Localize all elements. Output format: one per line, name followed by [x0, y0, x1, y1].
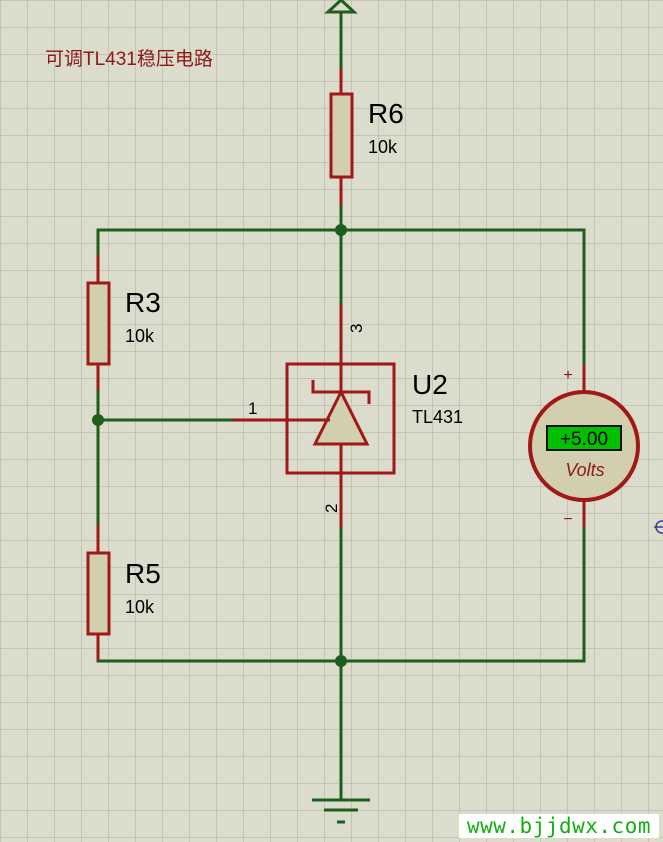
probe-icon	[654, 520, 663, 534]
resistor-r3[interactable]	[86, 255, 111, 390]
junction-node-top	[335, 224, 347, 236]
circuit-title: 可调TL431稳压电路	[45, 48, 213, 70]
tl431-u2[interactable]	[233, 305, 396, 527]
junction-node-ref	[92, 414, 104, 426]
r6-value-label: 10k	[368, 137, 398, 157]
u2-pin-cathode-label: 3	[347, 324, 366, 333]
r3-ref-label: R3	[125, 287, 161, 318]
voltmeter[interactable]	[528, 365, 640, 527]
watermark: www.bjjdwx.com	[459, 814, 659, 838]
voltmeter-minus-label: −	[563, 511, 572, 528]
r3-value-label: 10k	[125, 326, 155, 346]
voltmeter-reading: +5.00	[560, 429, 608, 450]
u2-pin-ref-label: 1	[248, 399, 257, 418]
power-terminal-icon	[324, 0, 358, 14]
r5-ref-label: R5	[125, 558, 161, 589]
resistor-r6[interactable]	[329, 68, 354, 205]
voltmeter-plus-label: +	[563, 367, 572, 384]
r6-ref-label: R6	[368, 98, 404, 129]
zener-triangle-icon	[312, 388, 370, 446]
u2-part-label: TL431	[412, 407, 463, 427]
u2-pin-anode-label: 2	[322, 504, 341, 513]
r5-value-label: 10k	[125, 597, 155, 617]
ground-icon	[312, 798, 370, 824]
junction-node-bottom	[335, 655, 347, 667]
resistor-r5[interactable]	[86, 525, 111, 660]
voltmeter-unit: Volts	[565, 460, 604, 480]
u2-ref-label: U2	[412, 369, 448, 400]
